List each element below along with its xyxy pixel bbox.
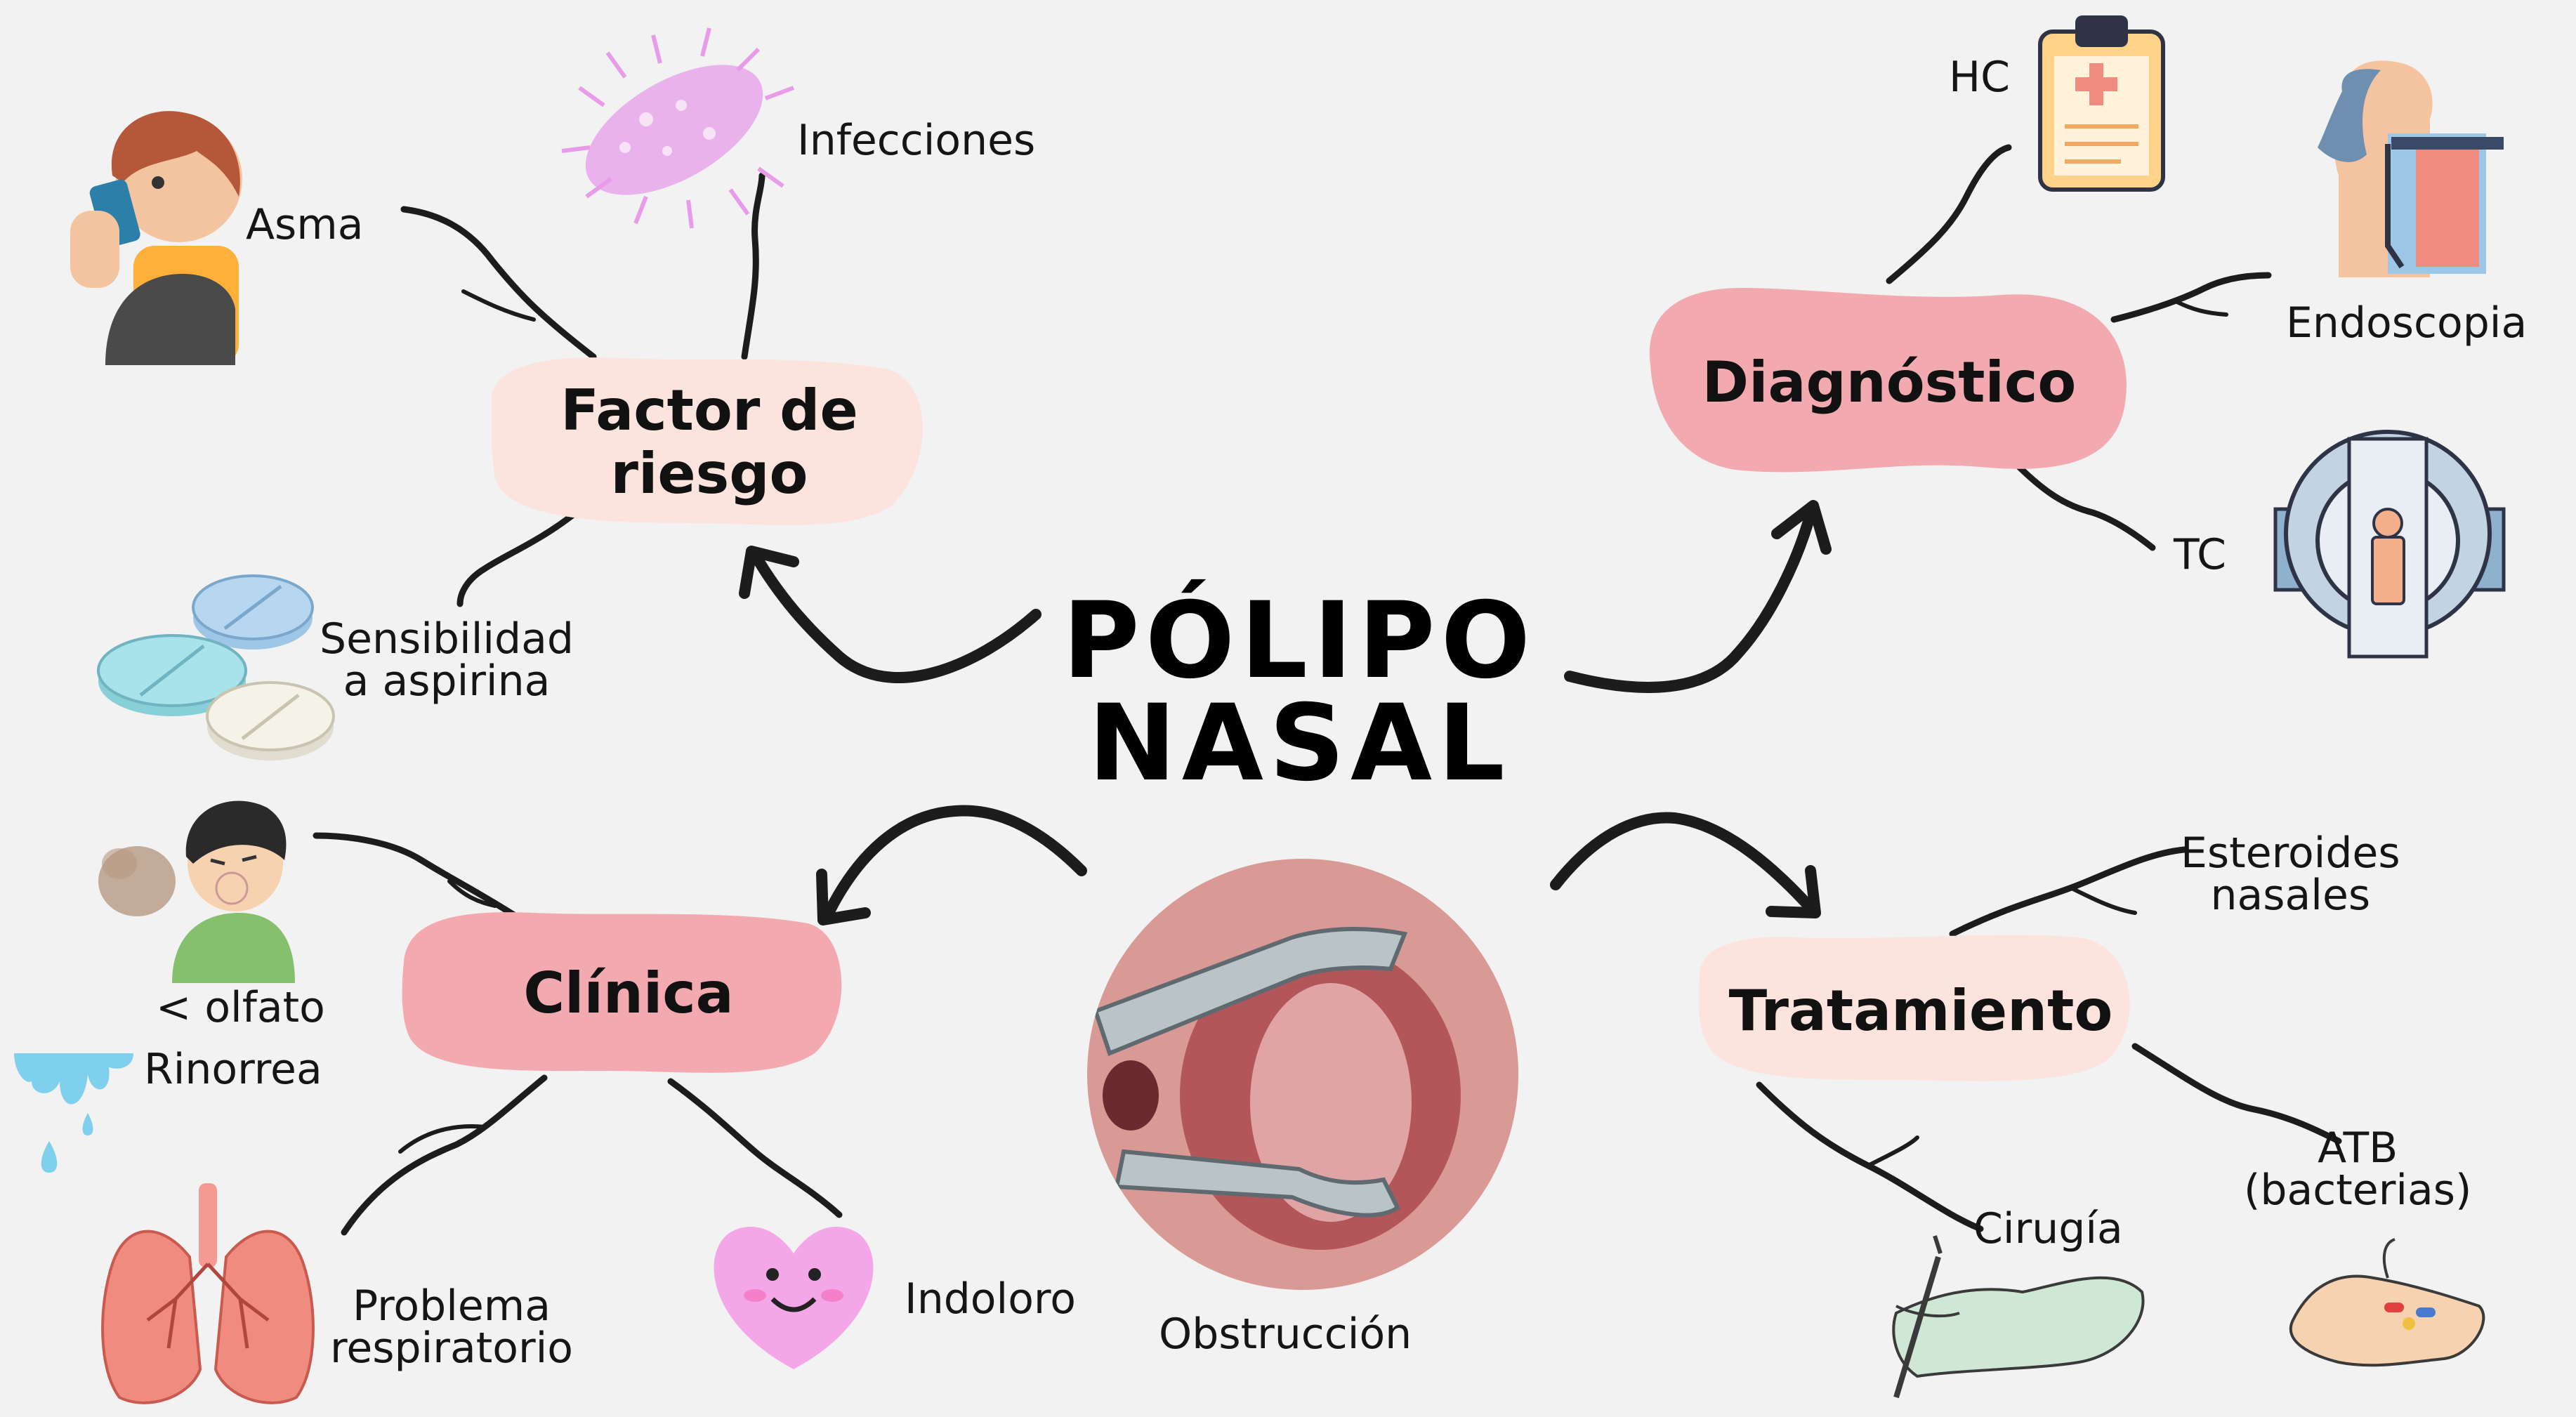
inhaler-person-icon: [70, 111, 242, 365]
ct-scanner-icon: [2273, 430, 2506, 659]
leaf-hc: HC: [1949, 53, 2011, 102]
arrowhead-diagnostico: [1771, 500, 1832, 555]
lungs-icon: [101, 1183, 315, 1404]
leaf-esteroides-line2: nasales: [2210, 871, 2371, 920]
arrow-to-clinica: [823, 805, 1087, 918]
leaf-endoscopia: Endoscopia: [2286, 298, 2528, 348]
branch-endoscopia: [2110, 272, 2272, 323]
endoscopy-icon: [2318, 60, 2504, 278]
central-title-line2: NASAL: [1088, 683, 1511, 805]
branch-cirugia: [1756, 1081, 1984, 1232]
smiling-heart-icon: [714, 1226, 874, 1369]
branch-esteroides: [1949, 846, 2188, 937]
smelly-person-icon: [98, 800, 295, 983]
node-blob-tratamiento: [1698, 935, 2130, 1081]
branch-problema: [341, 1074, 548, 1236]
leaf-indoloro: Indoloro: [905, 1274, 1076, 1324]
nasal-endoscopy-photo: [1083, 855, 1523, 1294]
leaf-rinorrea: Rinorrea: [144, 1045, 322, 1094]
branch-infecciones: [741, 172, 765, 360]
arrowhead-tratamiento: [1766, 865, 1821, 918]
arrowhead-clinica: [816, 869, 871, 925]
pills-icon: [97, 574, 335, 760]
branch-olfato-twig: [447, 879, 497, 908]
node-tratamiento: Tratamiento: [1700, 937, 2142, 1085]
arrow-to-factor-riesgo: [749, 549, 1041, 684]
central-title: PÓLIPO NASAL: [1011, 580, 1587, 805]
clipboard-icon: [2038, 15, 2165, 192]
branch-endoscopia-twig: [2175, 300, 2228, 317]
leaf-obstruccion: Obstrucción: [1159, 1310, 1412, 1359]
bacteria-icon: [561, 27, 795, 229]
branch-problema-twig: [398, 1124, 487, 1154]
leaf-asma: Asma: [246, 200, 364, 249]
leaf-problema-respiratorio: Problema respiratorio: [330, 1285, 573, 1369]
leaf-sensibilidad: Sensibilidad a aspirina: [320, 618, 574, 702]
branch-asma: [400, 206, 597, 360]
leaf-atb: ATB (bacterias): [2244, 1127, 2471, 1211]
leaf-esteroides-nasales: Esteroides nasales: [2181, 832, 2400, 916]
branch-indoloro: [667, 1078, 843, 1218]
node-diagnostico: Diagnóstico: [1650, 291, 2128, 474]
leaf-infecciones: Infecciones: [797, 116, 1036, 165]
water-drop-icon: [14, 1053, 133, 1173]
branch-tc: [2012, 460, 2156, 551]
node-clinica-label: Clínica: [523, 961, 734, 1027]
branch-esteroides-twig: [2070, 886, 2137, 915]
node-factor-riesgo-line2: riesgo: [610, 441, 808, 506]
surgery-hand-icon: [1892, 1235, 2145, 1399]
node-blob-diagnostico: [1649, 288, 2127, 473]
branch-hc: [1886, 144, 2012, 284]
arrowhead-factor-riesgo: [739, 546, 799, 599]
leaf-problema-line2: respiratorio: [330, 1324, 573, 1373]
branch-atb: [2131, 1043, 2342, 1145]
leaf-esteroides-line1: Esteroides: [2181, 829, 2400, 878]
node-clinica: Clínica: [404, 913, 853, 1074]
branch-cirugia-twig: [1866, 1135, 1919, 1168]
branch-sensibilidad: [456, 509, 579, 607]
branch-asma-twig: [461, 289, 536, 322]
branch-olfato: [313, 832, 520, 920]
node-tratamiento-label: Tratamiento: [1728, 978, 2113, 1044]
node-blob-clinica: [402, 912, 842, 1073]
node-diagnostico-label: Diagnóstico: [1702, 350, 2077, 416]
leaf-atb-line1: ATB: [2318, 1123, 2398, 1173]
leaf-cirugia: Cirugía: [1973, 1204, 2123, 1253]
leaf-sensibilidad-line2: a aspirina: [343, 657, 551, 706]
leaf-olfato: < olfato: [156, 983, 325, 1032]
leaf-sensibilidad-line1: Sensibilidad: [320, 614, 574, 664]
node-factor-riesgo: Factor de riesgo: [492, 362, 927, 523]
central-title-line1: PÓLIPO: [1062, 580, 1537, 702]
arrow-to-tratamiento: [1550, 812, 1818, 915]
leaf-problema-line1: Problema: [352, 1281, 551, 1331]
node-blob-factor-riesgo: [491, 357, 923, 525]
pills-hand-icon: [2289, 1238, 2485, 1367]
leaf-tc: TC: [2174, 530, 2227, 579]
arrow-to-diagnostico: [1564, 503, 1818, 693]
leaf-atb-line2: (bacterias): [2244, 1166, 2472, 1215]
node-factor-riesgo-line1: Factor de: [560, 378, 858, 444]
